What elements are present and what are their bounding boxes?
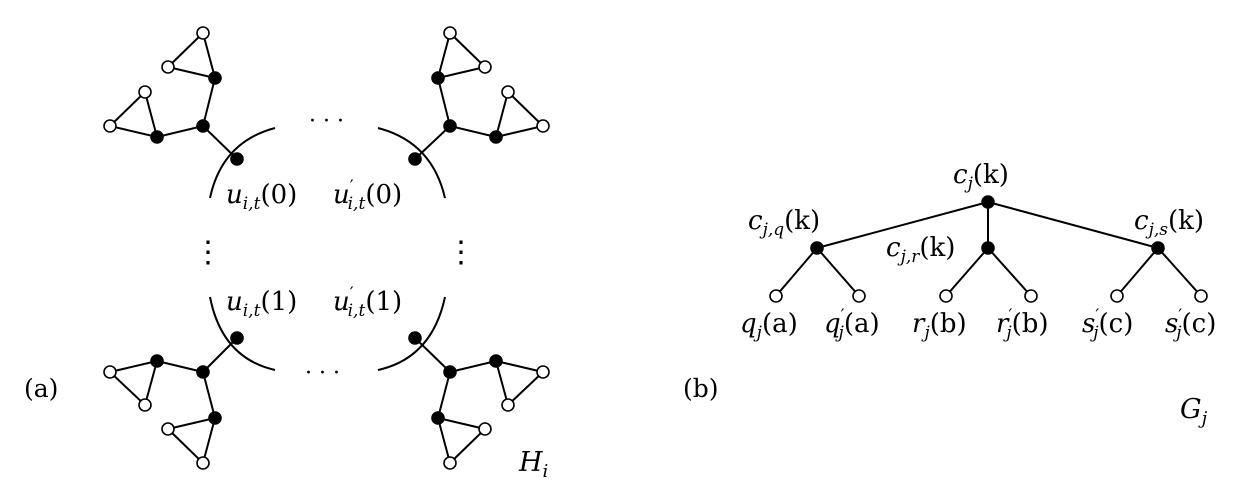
leaf-label-s-prime-j-c-2: s′j(c) [1165, 306, 1216, 343]
node [489, 130, 503, 144]
ellipsis-bottom: · · · [305, 361, 340, 386]
node [138, 398, 152, 412]
node-c-j-s [1151, 241, 1165, 255]
node [150, 354, 164, 368]
node [150, 130, 164, 144]
label-u-prime-0: u′i,t(0) [333, 177, 402, 214]
node [501, 398, 515, 412]
panel-b-edges [775, 201, 1202, 297]
node-u-upper-right [408, 152, 422, 166]
node [161, 60, 175, 74]
leaf-label-r-j-b: rj(b) [912, 309, 967, 343]
label-c-j: cj(k) [953, 160, 1009, 194]
boundary-arc-upper-left [209, 127, 276, 199]
leaf-node [939, 289, 953, 303]
graph-name-g-j: Gj [1180, 394, 1208, 429]
node [431, 411, 445, 425]
vdots-right: ⋮ [446, 235, 476, 270]
panel-b-label: (b) [683, 374, 719, 403]
panel-b-nodes [769, 195, 1208, 303]
node [196, 26, 210, 40]
node [161, 422, 175, 436]
leaf-label-q-prime-j-a: q′j(a) [824, 306, 880, 343]
node [478, 60, 492, 74]
node-u-lower-left [230, 331, 244, 345]
node [431, 71, 445, 85]
panel-a-label: (a) [24, 374, 58, 403]
label-u-1: ui,t(1) [226, 287, 297, 321]
node [196, 119, 210, 133]
node [103, 365, 117, 379]
node-root-c-j [981, 195, 995, 209]
node [443, 119, 457, 133]
node [208, 71, 222, 85]
filled-nodes-a [150, 71, 503, 425]
node-c-j-r [981, 241, 995, 255]
boundary-arc-lower-left [209, 296, 276, 371]
gadget-lower-left-edges [109, 337, 238, 464]
panel-a-graph [109, 32, 544, 464]
graph-name-h-i: Hi [518, 447, 548, 482]
label-u-prime-1: u′i,t(1) [333, 284, 402, 321]
label-u-0: ui,t(0) [226, 180, 297, 214]
ellipsis-top: · · · [309, 109, 344, 134]
leaf-node [769, 289, 783, 303]
node [196, 456, 210, 470]
node [501, 85, 515, 99]
node-u-upper-left [230, 152, 244, 166]
hollow-nodes-a [103, 26, 550, 470]
gadget-lower-right-edges [414, 337, 544, 464]
vdots-left: ⋮ [193, 235, 223, 270]
node [536, 119, 550, 133]
node [208, 411, 222, 425]
node [196, 365, 210, 379]
node [138, 85, 152, 99]
node [536, 365, 550, 379]
panel-a-nodes [103, 26, 550, 470]
node [478, 422, 492, 436]
node [103, 119, 117, 133]
leaf-node [852, 289, 866, 303]
node [489, 354, 503, 368]
node [443, 26, 457, 40]
leaf-label-r-prime-j-b: r′j(b) [996, 306, 1049, 343]
leaf-node [1024, 289, 1038, 303]
label-c-j-s: cj,s(k) [1134, 206, 1204, 240]
gadget-upper-left-edges [109, 32, 238, 160]
label-c-j-q: cj,q(k) [748, 206, 820, 240]
node [443, 365, 457, 379]
leaf-label-s-prime-j-c-1: s′j(c) [1082, 306, 1133, 343]
gadget-upper-right-edges [414, 32, 544, 160]
leaf-label-q-j-a: qj(a) [740, 309, 798, 343]
node-u-lower-right [408, 331, 422, 345]
node [443, 456, 457, 470]
leaf-node [1110, 289, 1124, 303]
node-c-j-q [810, 241, 824, 255]
leaf-node [1194, 289, 1208, 303]
label-c-j-r: cj,r(k) [886, 233, 955, 267]
